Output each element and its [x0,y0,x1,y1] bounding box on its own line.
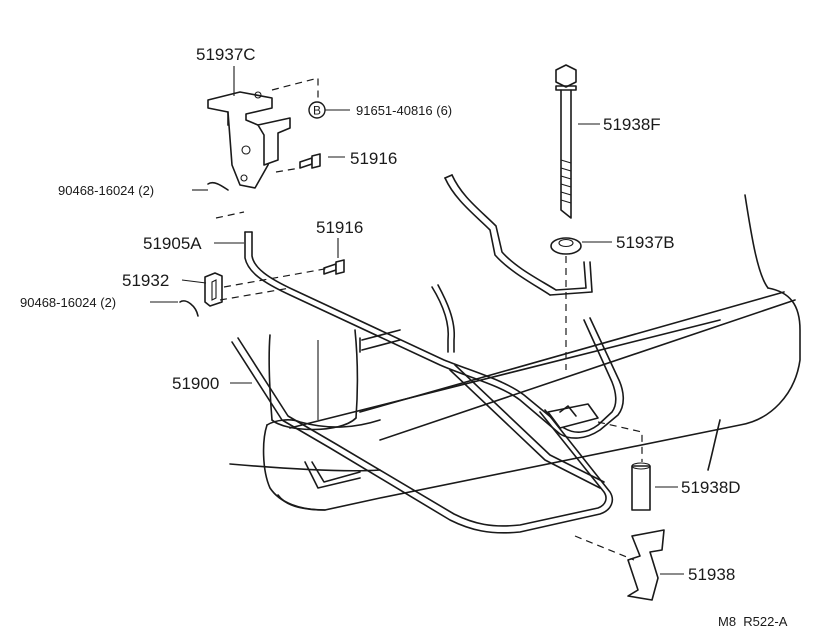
label-51916-upper: 51916 [350,149,397,168]
label-90468-16024-upper: 90468-16024 (2) [58,183,154,198]
bracket-51937c [207,91,291,189]
bolt-51938f [555,64,577,219]
carrier-rod [244,174,625,439]
clip-51932 [204,272,223,307]
label-51932: 51932 [122,271,169,290]
bracket-51938 [627,529,665,601]
label-51905a: 51905A [143,234,202,253]
cotter-pin-lower [179,300,199,317]
bolt-marker-letter: B [313,104,321,118]
label-51900: 51900 [172,374,219,393]
pin-51916-lower [323,259,345,275]
spare-carrier-frame [231,284,614,534]
label-91651-40816: 91651-40816 (6) [356,103,452,118]
label-51937b: 51937B [616,233,675,252]
label-51938: 51938 [688,565,735,584]
label-51938d: 51938D [681,478,741,497]
drawing-code: M8 R522-A [718,614,788,629]
rod-clamp [547,403,599,429]
nut-51937b [550,237,582,255]
label-51937c: 51937C [196,45,256,64]
rear-bumper-outline [229,194,801,511]
bolt-marker: B [308,101,326,119]
pin-51916-upper [299,153,321,169]
spare-tire [268,329,359,431]
assembly-guide-lines [215,77,643,561]
label-90468-16024-lower: 90468-16024 (2) [20,295,116,310]
label-51916-lower: 51916 [316,218,363,237]
collar-51938d [631,462,651,511]
label-51938f: 51938F [603,115,661,134]
leader-lines [150,66,684,575]
cotter-pin-upper [207,181,229,191]
